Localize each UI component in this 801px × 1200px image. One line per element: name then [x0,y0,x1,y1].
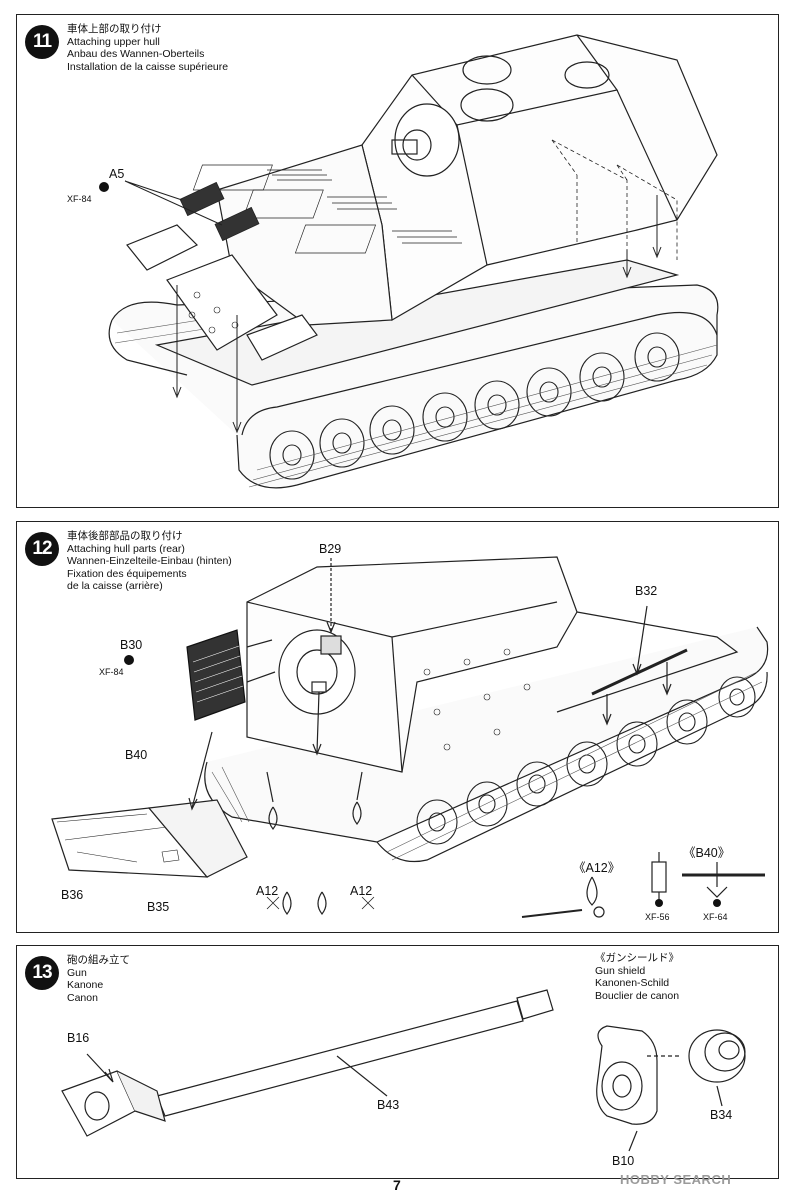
inset-label-b40: 《B40》 [683,846,731,860]
part-label-b30: B30 [120,638,143,652]
step-title-fr: Canon [67,991,98,1004]
part-label-b16: B16 [67,1031,90,1045]
part-label-b35: B35 [147,900,170,914]
step-title-en: Attaching hull parts (rear) [67,542,185,555]
step-title-block: 砲の組み立て Gun Kanone Canon [67,954,130,1004]
step-title-fr: Fixation des équipements [67,567,187,580]
part-label-b43: B43 [377,1098,400,1112]
step-number-badge: 12 [25,532,59,566]
gun-shield-title-fr: Bouclier de canon [595,989,680,1002]
step-title-en: Attaching upper hull [67,35,160,48]
watermark: HOBBY SEARCH [620,1172,732,1187]
step-title-block: 車体後部部品の取り付け Attaching hull parts (rear) … [67,530,232,593]
paint-code-xf84: XF-84 [99,667,124,677]
step-title-fr-line2: de la caisse (arrière) [67,580,163,593]
step-title-jp: 砲の組み立て [67,954,130,966]
step-title-jp: 車体上部の取り付け [67,23,162,35]
step-number-badge: 13 [25,956,59,990]
part-label-b10: B10 [612,1154,635,1168]
paint-code-xf84: XF-84 [67,194,92,204]
inset-label-a12: 《A12》 [573,861,621,875]
part-label-b40: B40 [125,748,148,762]
step-12-panel: 12 車体後部部品の取り付け Attaching hull parts (rea… [16,521,779,933]
paint-code-xf56: XF-56 [645,912,670,922]
part-label-b36: B36 [61,888,84,902]
step-11-panel: 11 車体上部の取り付け Attaching upper hull Anbau … [16,14,779,508]
step-title-en: Gun [67,966,87,979]
step-title-block: 車体上部の取り付け Attaching upper hull Anbau des… [67,23,228,73]
rear-hull-illustration [51,556,769,918]
step-title-de: Kanone [67,979,104,992]
step-title-de: Wannen-Einzelteile-Einbau (hinten) [67,555,232,568]
upper-hull-illustration [99,34,719,489]
part-label-b32: B32 [635,584,658,598]
gun-shield-title-block: 《ガンシールド》 Gun shield Kanonen-Schild Boucl… [595,952,679,1002]
part-label-a12-left: A12 [256,884,279,898]
part-label-b34: B34 [710,1108,733,1122]
step-title-fr: Installation de la caisse supérieure [67,60,229,73]
part-label-b29: B29 [319,542,342,556]
part-label-a5: A5 [109,167,125,181]
paint-code-xf64: XF-64 [703,912,728,922]
part-label-a12-right: A12 [350,884,373,898]
gun-shield-title-de: Kanonen-Schild [595,977,670,990]
page-number: 7 [393,1177,401,1193]
step-title-jp: 車体後部部品の取り付け [67,530,183,542]
step-title-de: Anbau des Wannen-Oberteils [67,48,205,61]
step-number-badge: 11 [25,25,59,59]
step-13-panel: 13 砲の組み立て Gun Kanone Canon 《ガンシールド》 Gun … [16,945,779,1179]
gun-illustration [61,989,746,1152]
gun-shield-title-en: Gun shield [595,964,646,977]
gun-shield-title-jp: 《ガンシールド》 [595,952,679,964]
